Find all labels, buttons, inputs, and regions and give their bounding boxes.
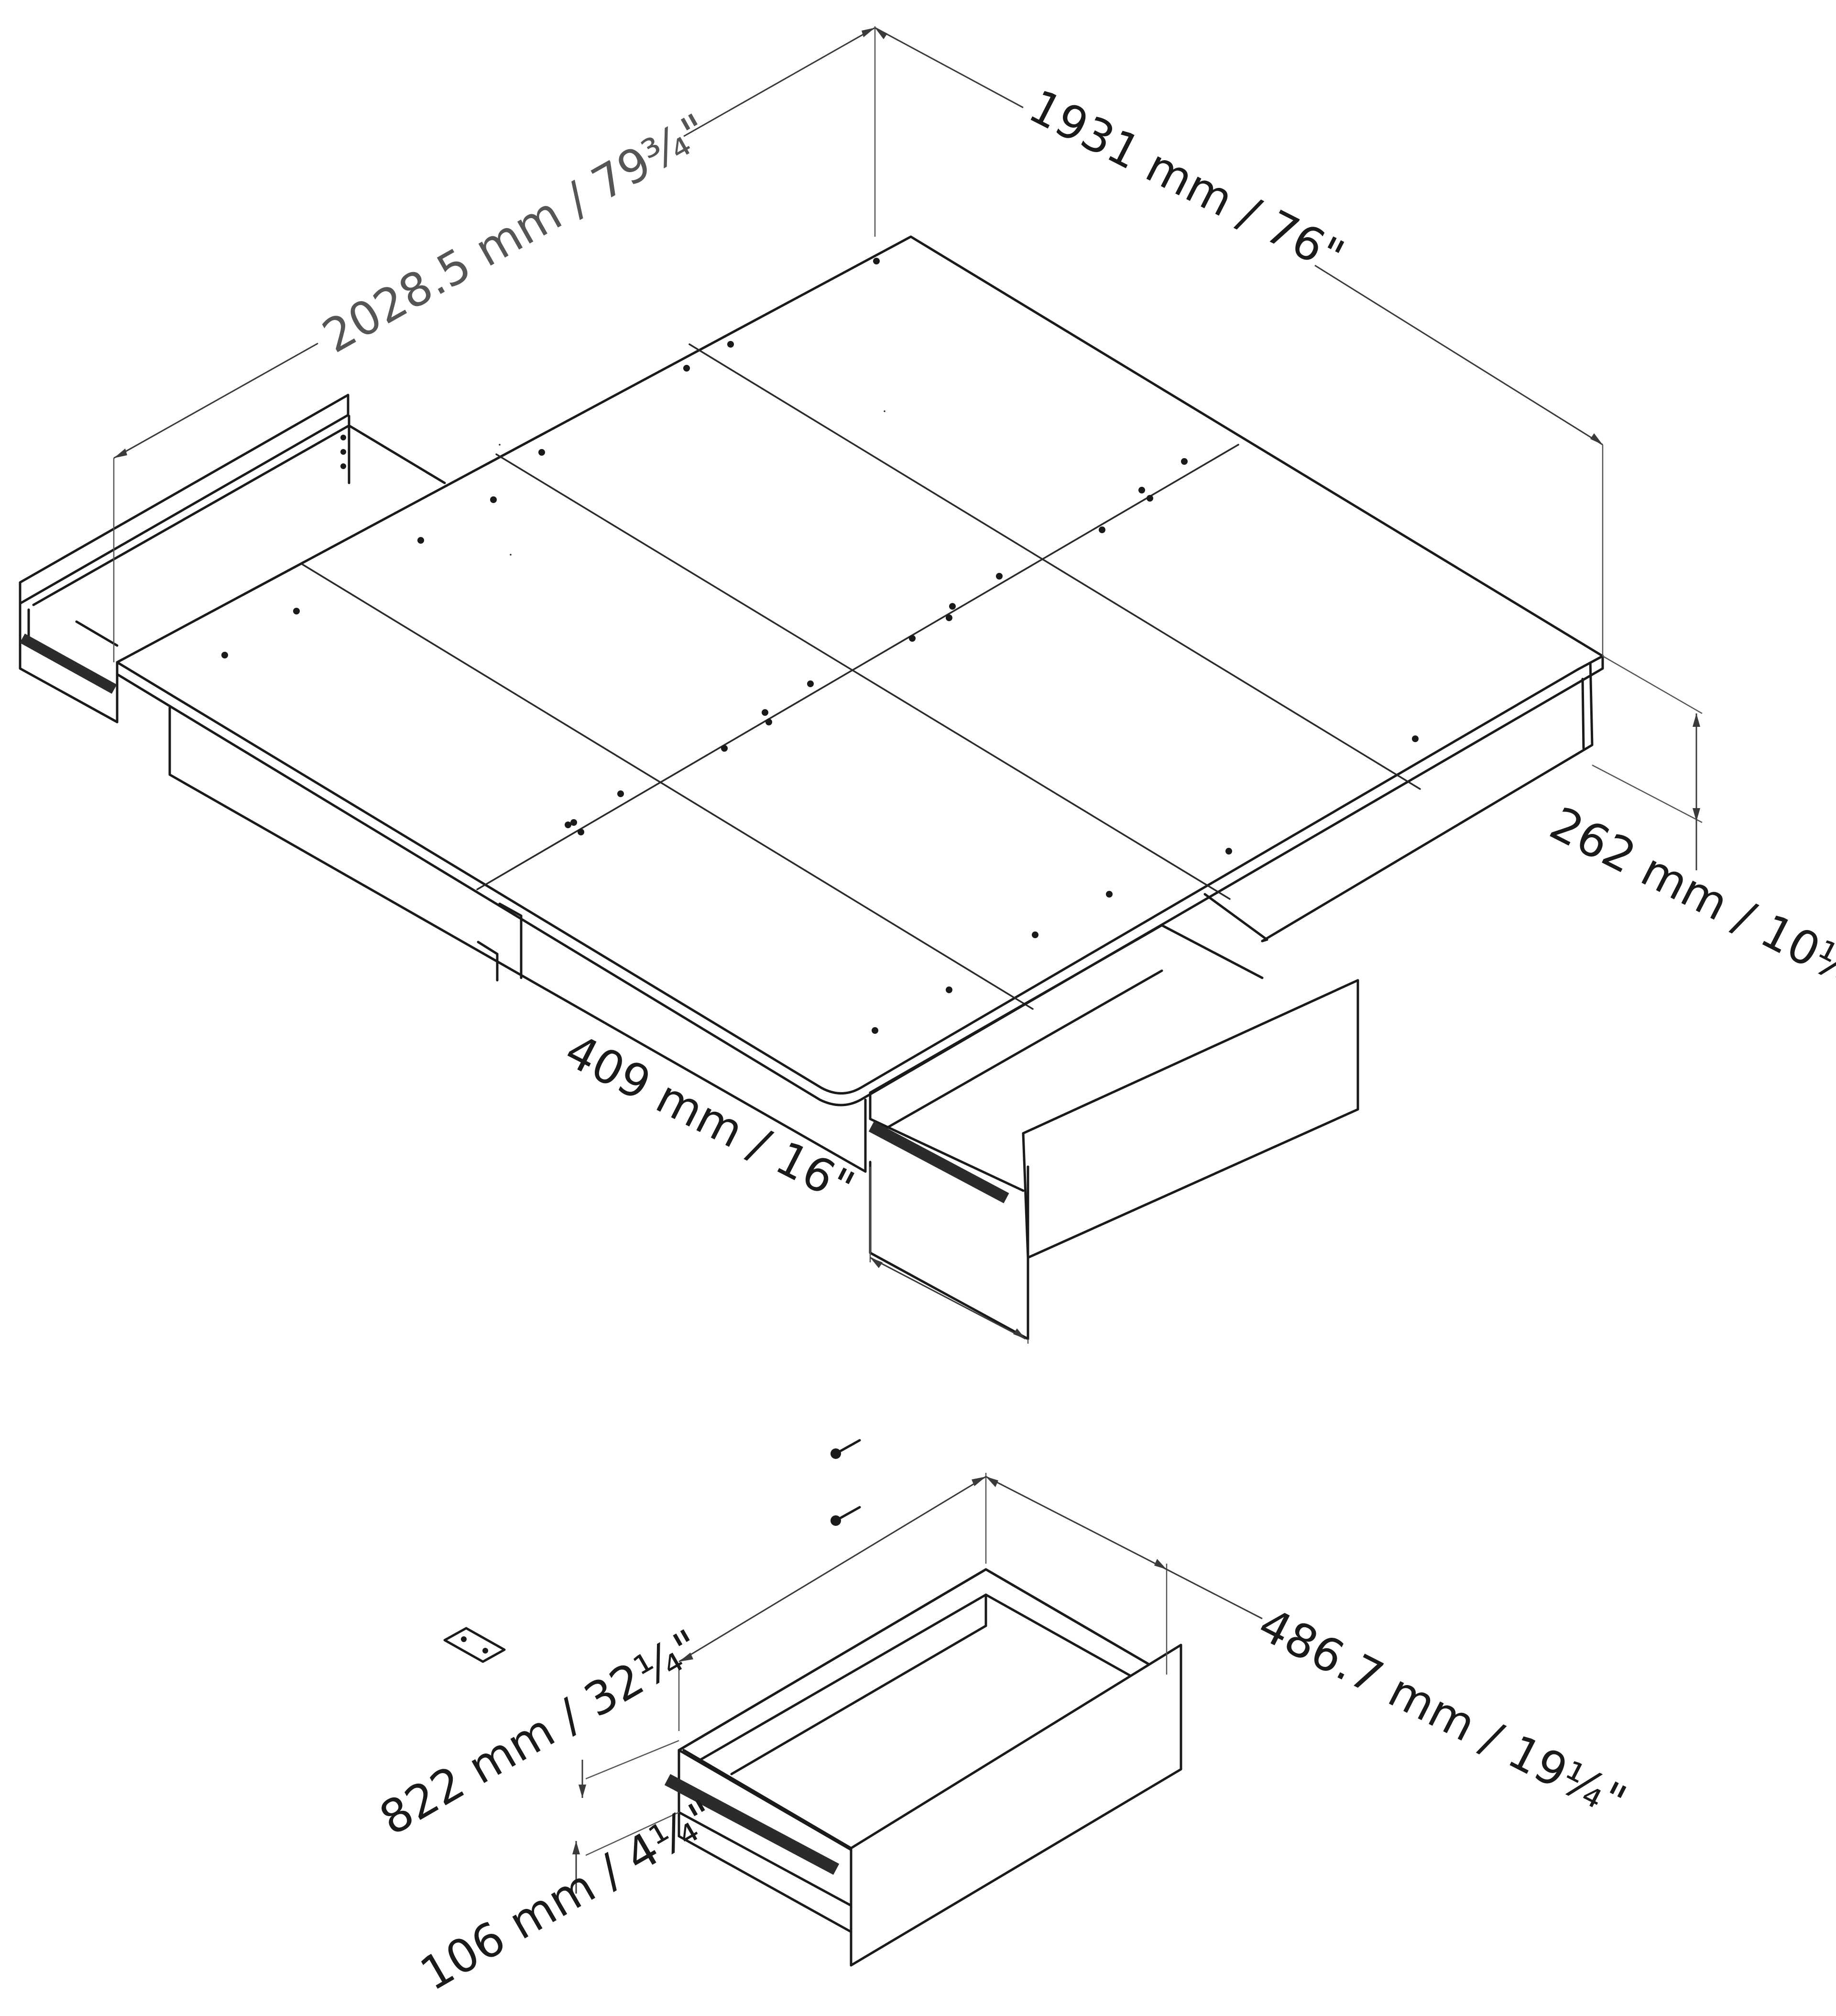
screw-icon: [831, 1506, 861, 1526]
bed-width-label: 1931 mm / 76": [1021, 79, 1353, 284]
bed-height-label: 262 mm / 10¼": [1542, 797, 1836, 1008]
hardware-parts: [443, 1439, 861, 1663]
bed-base: [168, 657, 1594, 1173]
drawer-height-label: 106 mm / 4¼": [412, 1789, 725, 2001]
bed-height-dimension: 262 mm / 10¼": [1542, 655, 1836, 1008]
right-open-drawer: [868, 924, 1359, 1340]
screw-icon: [831, 1439, 861, 1459]
mounting-plate-icon: [443, 1627, 506, 1663]
bed-length-label: 2028.5 mm / 79¾": [314, 103, 717, 363]
platform-screw-holes: [221, 258, 1419, 1034]
single-drawer: [664, 1568, 1182, 1967]
bed-platform: [116, 235, 1604, 1107]
drawer-depth-label: 486.7 mm / 19¼": [1250, 1598, 1635, 1829]
bed-assembly: 2028.5 mm / 79¾" 1931 mm / 76" 262 mm / …: [19, 26, 1836, 1344]
left-open-drawer: [19, 394, 446, 723]
